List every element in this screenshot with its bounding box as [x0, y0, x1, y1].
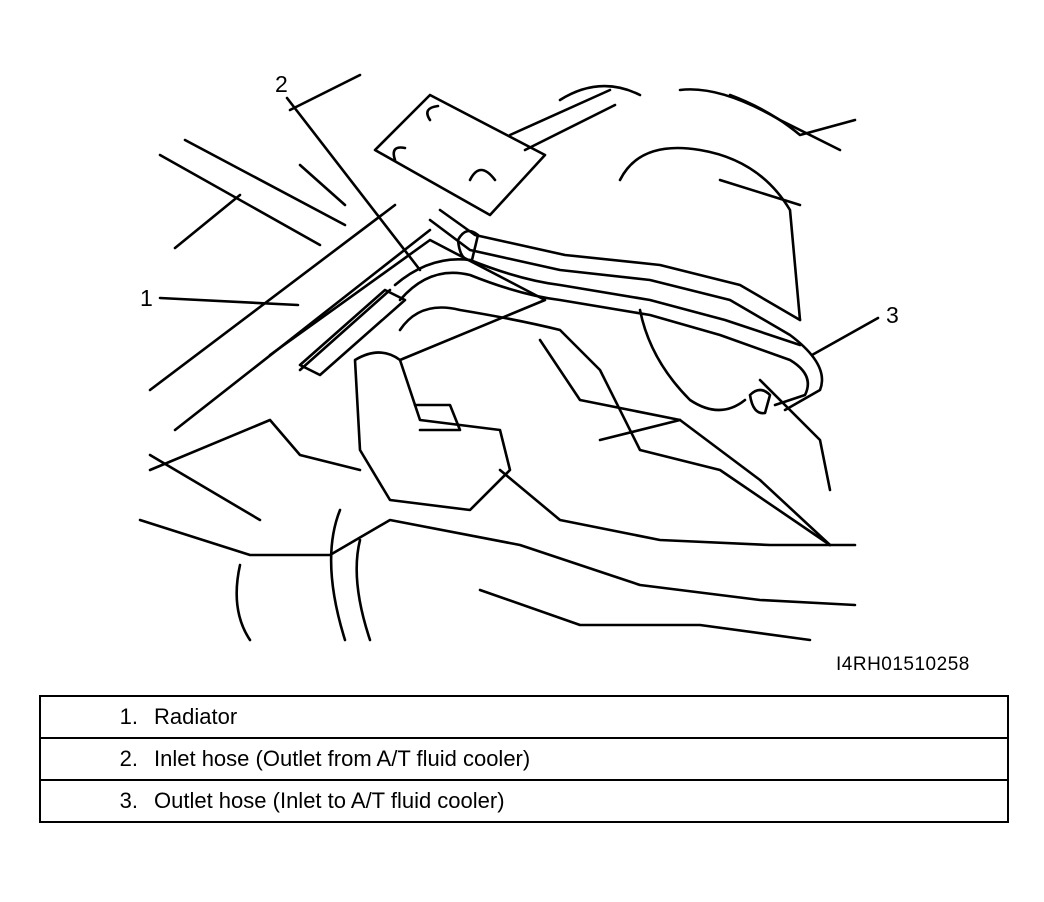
legend-row: 2. Inlet hose (Outlet from A/T fluid coo… [41, 739, 1007, 781]
bracket-plate [373, 93, 547, 217]
hose-clamp [748, 388, 772, 415]
component-outline [598, 418, 682, 442]
frame-line [148, 203, 397, 392]
component-outline [148, 453, 262, 522]
component-outline [728, 93, 857, 137]
callout-1: 1 [140, 285, 153, 311]
inlet-hose [398, 271, 810, 407]
hose-routing-illustration [138, 73, 880, 642]
leader-line-2 [285, 96, 422, 272]
component-outline [758, 378, 832, 492]
bracket-hole [426, 104, 440, 122]
component-outline [718, 178, 802, 207]
callout-3: 3 [886, 302, 899, 328]
frame-line [298, 163, 347, 207]
component-outline [478, 588, 812, 642]
legend-table: 1. Radiator 2. Inlet hose (Outlet from A… [39, 695, 1009, 823]
frame-line [508, 88, 612, 137]
radiator-tank [298, 288, 392, 372]
legend-row: 1. Radiator [41, 697, 1007, 739]
component-outline [355, 538, 372, 642]
leader-line-1 [158, 296, 300, 307]
component-outline [558, 84, 642, 102]
hose-clamp [456, 229, 480, 262]
callout-2: 2 [275, 71, 288, 97]
leader-line-3 [810, 316, 880, 357]
legend-number: 2. [119, 746, 138, 771]
radiator-fitting [298, 288, 407, 377]
bracket-hole [468, 168, 497, 182]
legend-row: 3. Outlet hose (Inlet to A/T fluid coole… [41, 781, 1007, 821]
component-outline [138, 518, 857, 607]
frame-line [158, 153, 322, 247]
frame-line [173, 193, 242, 250]
component-outline [618, 146, 802, 322]
legend-label: Radiator [154, 704, 238, 729]
outlet-hose [438, 208, 802, 322]
legend-number: 3. [119, 788, 138, 813]
component-outline [638, 308, 747, 412]
legend-label: Inlet hose (Outlet from A/T fluid cooler… [154, 746, 531, 771]
component-outline [678, 88, 842, 152]
radiator-tank [268, 238, 547, 362]
legend-label: Outlet hose (Inlet to A/T fluid cooler) [154, 788, 505, 813]
frame-line [183, 138, 347, 227]
component-outline [413, 403, 462, 432]
bracket-hole [392, 146, 407, 162]
frame-line [173, 228, 432, 432]
component-outline [329, 508, 347, 642]
frame-line [288, 73, 362, 112]
component-outline [498, 468, 857, 547]
frame-line [148, 418, 362, 472]
component-outline [398, 306, 832, 547]
frame-line [523, 103, 617, 152]
outlet-hose [428, 218, 824, 412]
legend-number: 1. [119, 704, 138, 729]
figure-code: I4RH01510258 [836, 654, 970, 675]
component-outline [235, 563, 252, 642]
component-outline [353, 351, 512, 512]
